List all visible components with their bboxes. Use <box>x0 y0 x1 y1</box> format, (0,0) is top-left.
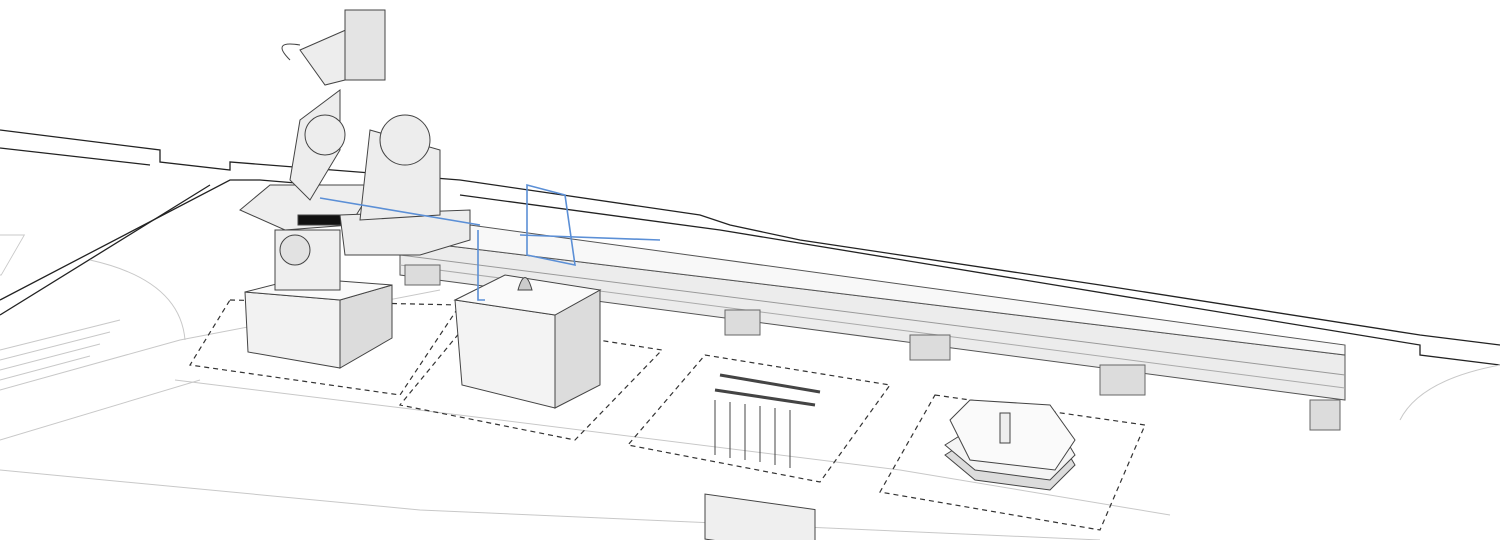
industrial-robot <box>281 9 471 256</box>
floor-plan-faint-lines <box>0 234 1500 540</box>
floor-plan-walls <box>0 129 1500 366</box>
linear-rail-track <box>399 224 1346 431</box>
timber-stick-stack <box>704 373 821 540</box>
work-table-box <box>453 274 602 409</box>
robot-pedestal <box>244 277 393 369</box>
hexagonal-panel-stack <box>944 399 1076 491</box>
blue-target-planes <box>319 183 661 301</box>
